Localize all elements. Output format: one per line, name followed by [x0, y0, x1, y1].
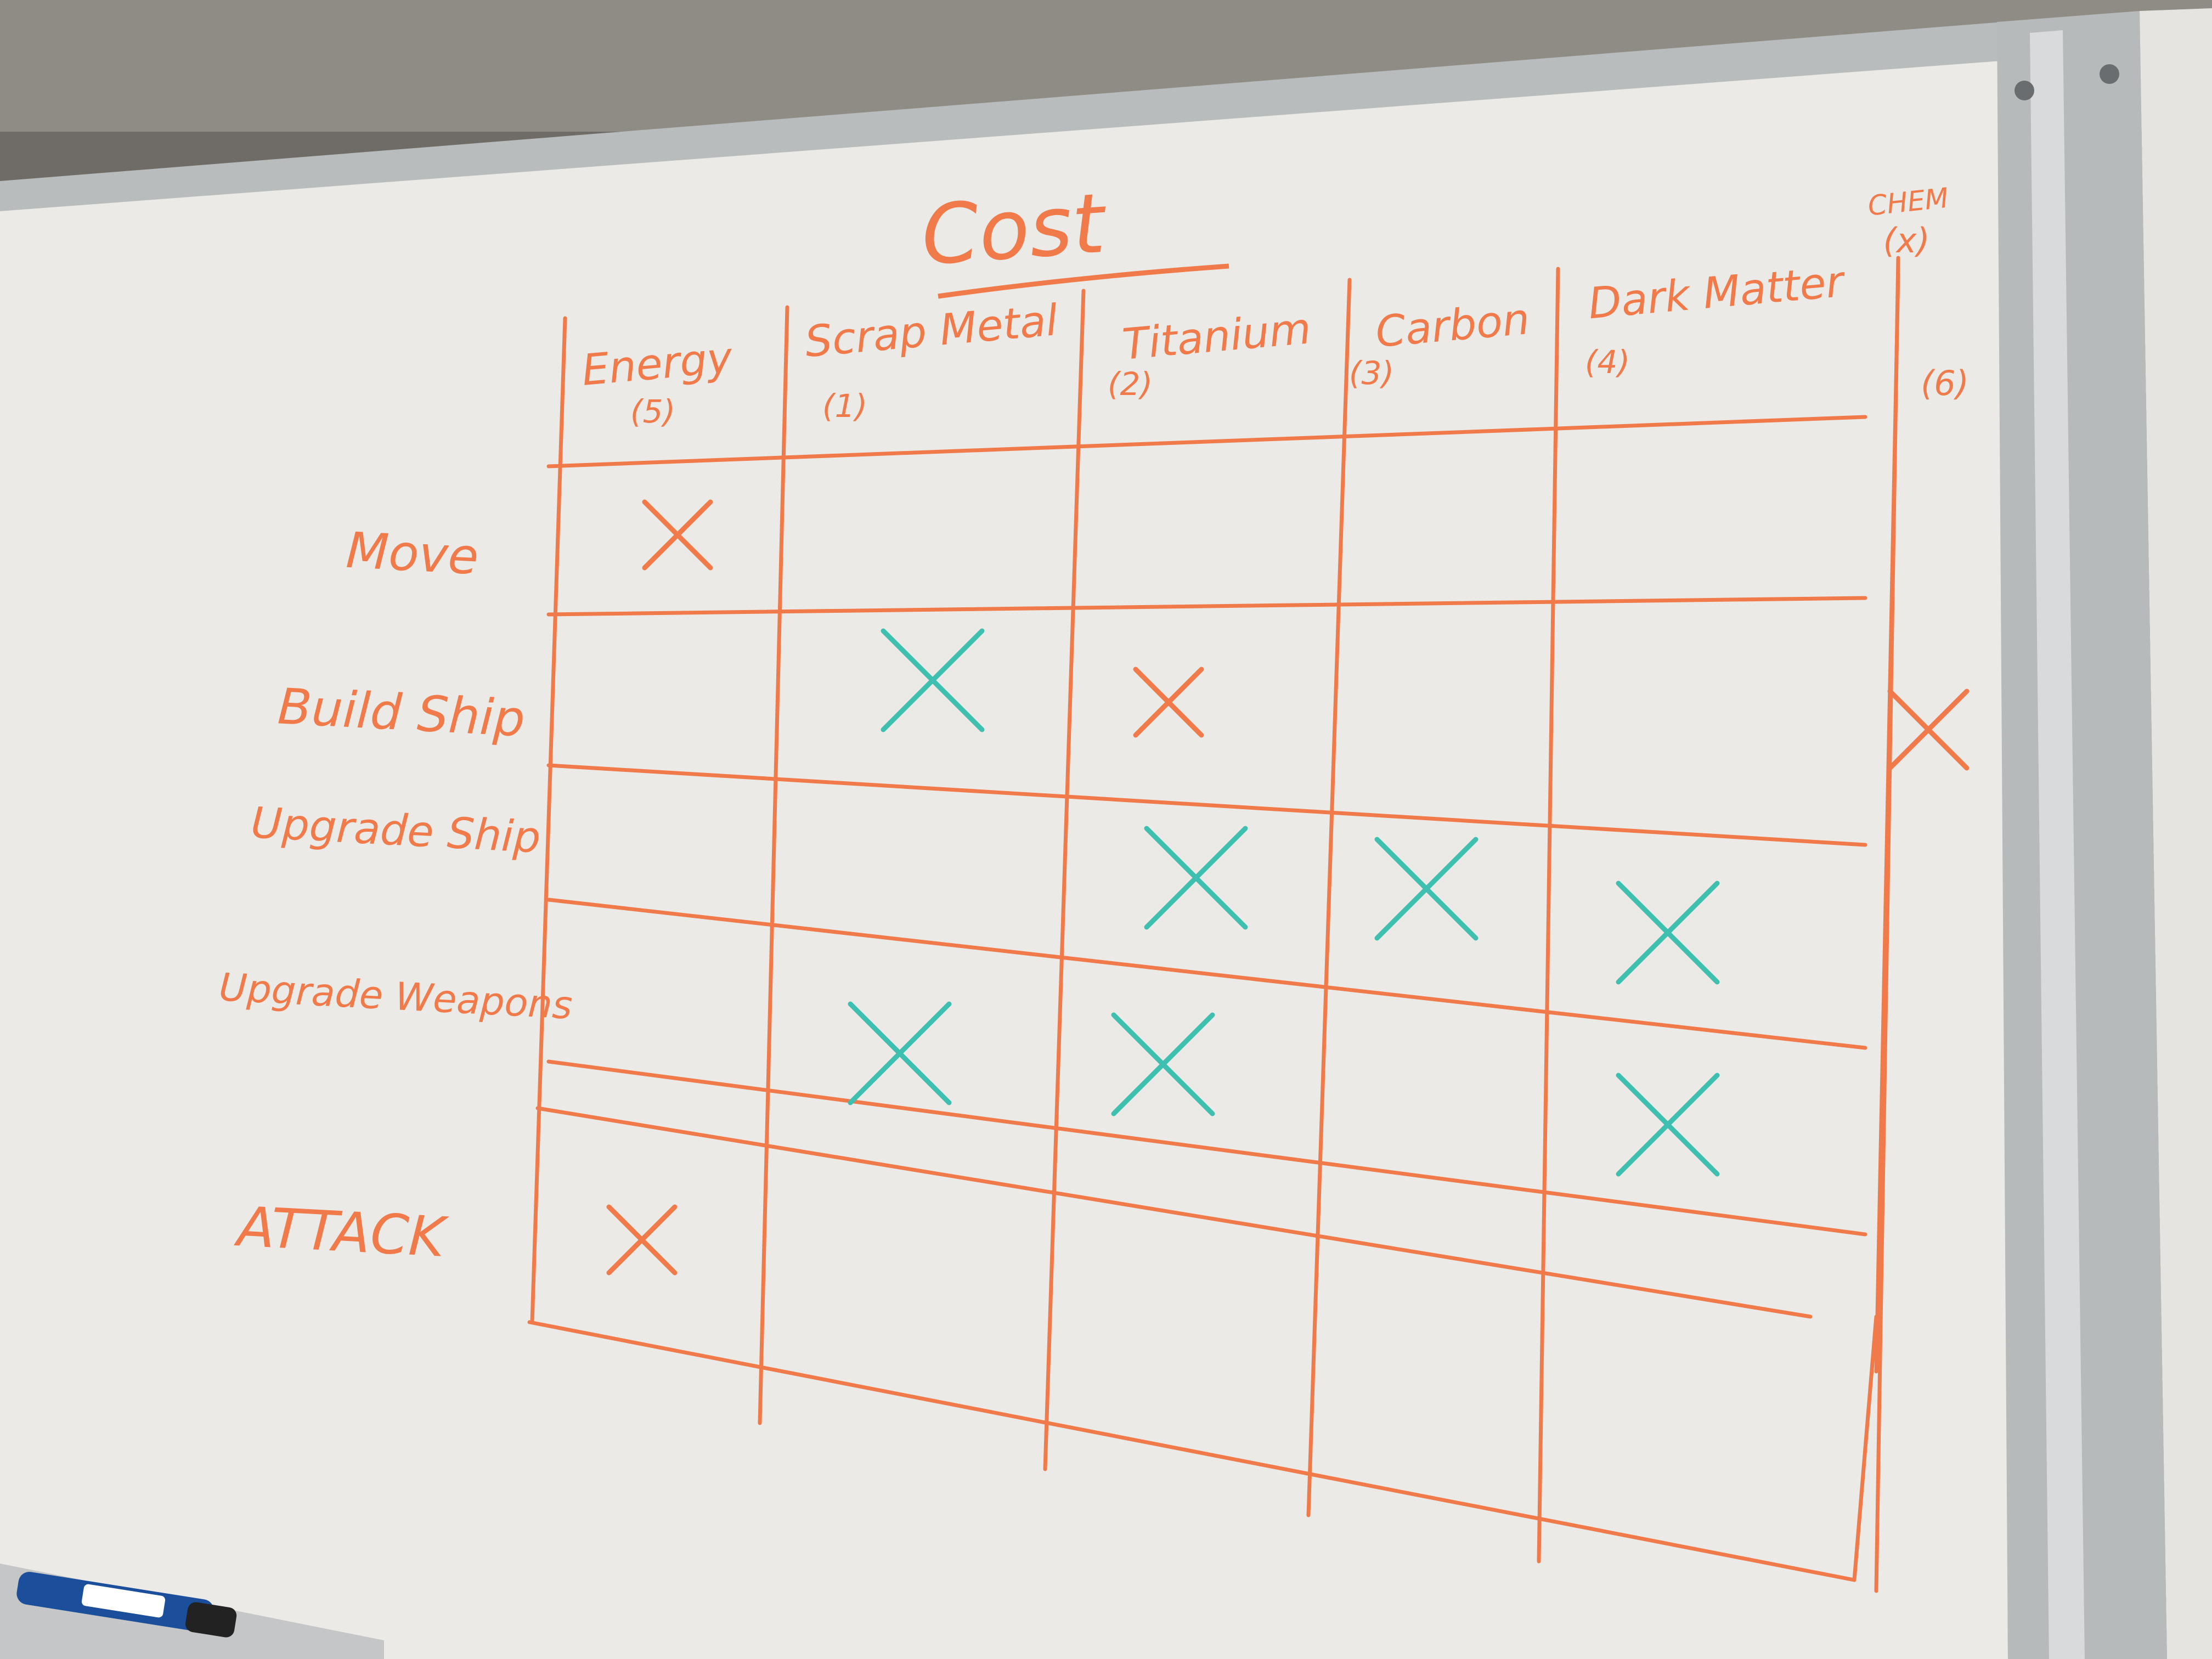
grid-horizontal-line [546, 1059, 1867, 1237]
x-mark-icon [1616, 881, 1720, 985]
x-mark-icon [606, 1204, 678, 1276]
whiteboard-top-frame [0, 22, 2008, 211]
grid-bottom-corner [1852, 1314, 1878, 1582]
column-header-cost: (2) [1108, 365, 1153, 403]
grid-horizontal-line [546, 763, 1867, 847]
column-header-cost: (3) [1349, 354, 1394, 392]
cost-grid [527, 256, 1900, 1593]
grid-horizontal-line [535, 1106, 1813, 1319]
extra-column-side-cost: (6) [1921, 363, 1969, 403]
x-mark-icon [1144, 826, 1248, 930]
whiteboard-surface [0, 60, 2008, 1659]
x-mark-stroke [1887, 689, 1970, 771]
x-marks [606, 499, 1970, 1276]
grid-vertical-line [530, 316, 567, 1324]
x-mark-icon [881, 628, 985, 732]
frame-screw-icon [2100, 64, 2119, 84]
grid-bottom-line [527, 1320, 1857, 1582]
grid-horizontal-line [546, 898, 1867, 1050]
column-header-cost: (5) [630, 393, 675, 430]
x-mark-stroke [606, 1204, 678, 1276]
row-label: Move [345, 522, 480, 586]
frame-screw-icon [2015, 81, 2034, 100]
grid-vertical-line-extra [1874, 272, 1900, 1374]
x-mark-icon [1616, 1073, 1720, 1177]
grid-vertical-line [1306, 278, 1352, 1517]
x-mark-icon [848, 1001, 952, 1105]
x-mark-icon [1887, 689, 1970, 771]
row-label: ATTACK [233, 1194, 450, 1269]
x-mark-stroke [1111, 1012, 1215, 1116]
x-mark-stroke [1133, 667, 1204, 738]
column-header-cost: (4) [1585, 343, 1630, 381]
x-mark-stroke [642, 499, 713, 571]
x-mark-stroke [848, 1001, 952, 1105]
x-mark-stroke [881, 628, 985, 732]
grid-vertical-line [1537, 267, 1560, 1564]
x-mark-icon [642, 499, 713, 571]
x-mark-icon [1133, 667, 1204, 738]
x-mark-stroke [1374, 837, 1479, 941]
board-title: Cost [918, 176, 1110, 284]
grid-horizontal-line [546, 415, 1867, 469]
x-mark-icon [1111, 1012, 1215, 1116]
row-label: Build Ship [276, 678, 527, 748]
x-mark-stroke [1144, 826, 1248, 930]
grid-vertical-line [1043, 289, 1086, 1471]
column-header-cost: (1) [822, 387, 867, 425]
frame-rail-highlight [2030, 30, 2085, 1659]
x-mark-stroke [1616, 881, 1720, 985]
markers [16, 1572, 237, 1638]
marker-label-icon [81, 1584, 166, 1618]
marker-cap-icon [185, 1602, 237, 1638]
whiteboard-right-frame [1997, 11, 2167, 1659]
grid-vertical-line [758, 305, 789, 1425]
x-mark-icon [1374, 837, 1479, 941]
title-underline [938, 263, 1229, 299]
x-mark-stroke [1616, 1073, 1720, 1177]
adjacent-whiteboard [2140, 8, 2212, 1659]
grid-horizontal-line [546, 596, 1867, 617]
extra-column-cost: (x) [1883, 221, 1929, 261]
